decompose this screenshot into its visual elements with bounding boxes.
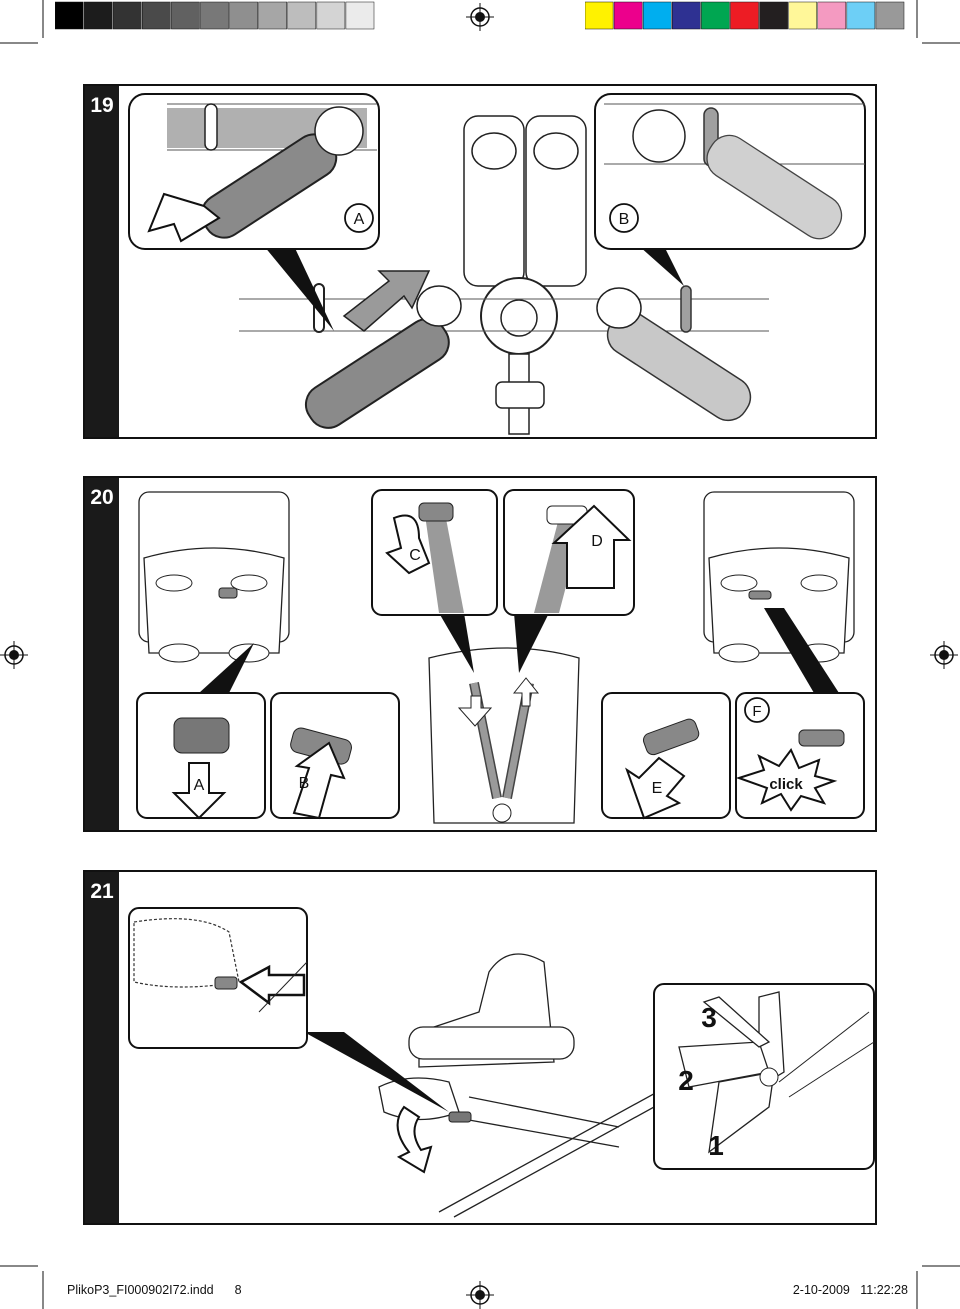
footer-datetime: 2-10-2009 11:22:28 [792, 1283, 908, 1297]
gray-swatches [54, 1, 375, 30]
color-swatch [613, 1, 643, 30]
step-2-label: 2 [678, 1065, 694, 1096]
color-swatch [584, 1, 614, 30]
color-swatch [642, 1, 672, 30]
color-swatch [788, 1, 817, 30]
color-swatch [672, 1, 701, 30]
color-swatch [171, 1, 200, 30]
page-number: 8 [234, 1283, 242, 1297]
step-number-bar: 19 [85, 86, 119, 437]
registration-mark-icon [0, 641, 28, 669]
color-swatch [287, 1, 317, 30]
color-swatch [258, 1, 287, 30]
label-a: A [354, 211, 365, 228]
step-number: 21 [90, 880, 114, 903]
step-19-panel: 19 [83, 84, 877, 439]
step-21-panel: 21 3 2 1 [83, 870, 877, 1225]
color-swatch [316, 1, 346, 30]
color-swatch [142, 1, 171, 30]
click-label: click [769, 776, 803, 793]
color-swatch [112, 1, 142, 30]
file-name: PlikoP3_FI000902I72.indd [67, 1283, 214, 1297]
registration-mark-icon [466, 1281, 494, 1309]
color-swatch [200, 1, 229, 30]
label-a: A [194, 777, 205, 794]
step-number-bar: 21 [85, 872, 119, 1223]
step-number: 20 [90, 486, 114, 509]
color-swatch [701, 1, 730, 30]
color-swatch [730, 1, 759, 30]
color-swatch [345, 1, 375, 30]
color-swatch [875, 1, 905, 30]
step-number: 19 [90, 94, 114, 117]
color-swatch [846, 1, 876, 30]
label-c: C [409, 547, 421, 564]
gray-calibration-bar [54, 0, 375, 32]
label-e: E [652, 780, 663, 797]
label-b: B [299, 775, 310, 792]
color-swatch [817, 1, 847, 30]
seat-recline-illustration: 3 2 1 [128, 907, 875, 1218]
step-number-bar: 20 [85, 478, 119, 830]
step-3-label: 3 [701, 1002, 717, 1033]
step-20-panel: 20 C [83, 476, 877, 832]
registration-mark-icon [930, 641, 958, 669]
color-swatch [759, 1, 788, 30]
label-b: B [619, 211, 630, 228]
footer-filename: PlikoP3_FI000902I72.indd 8 [67, 1283, 242, 1297]
color-swatch [229, 1, 258, 30]
color-swatches [584, 1, 905, 30]
label-f: F [752, 703, 761, 720]
click-burst-icon [735, 748, 838, 812]
color-swatch [54, 1, 84, 30]
shoulder-pad-illustration: A B [128, 93, 866, 435]
color-calibration-bar [584, 0, 905, 32]
color-swatch [83, 1, 113, 30]
step-1-label: 1 [708, 1130, 724, 1161]
harness-buckle-illustration: C D A B E F click [136, 489, 865, 824]
label-d: D [591, 533, 603, 550]
registration-mark-icon [466, 3, 494, 31]
